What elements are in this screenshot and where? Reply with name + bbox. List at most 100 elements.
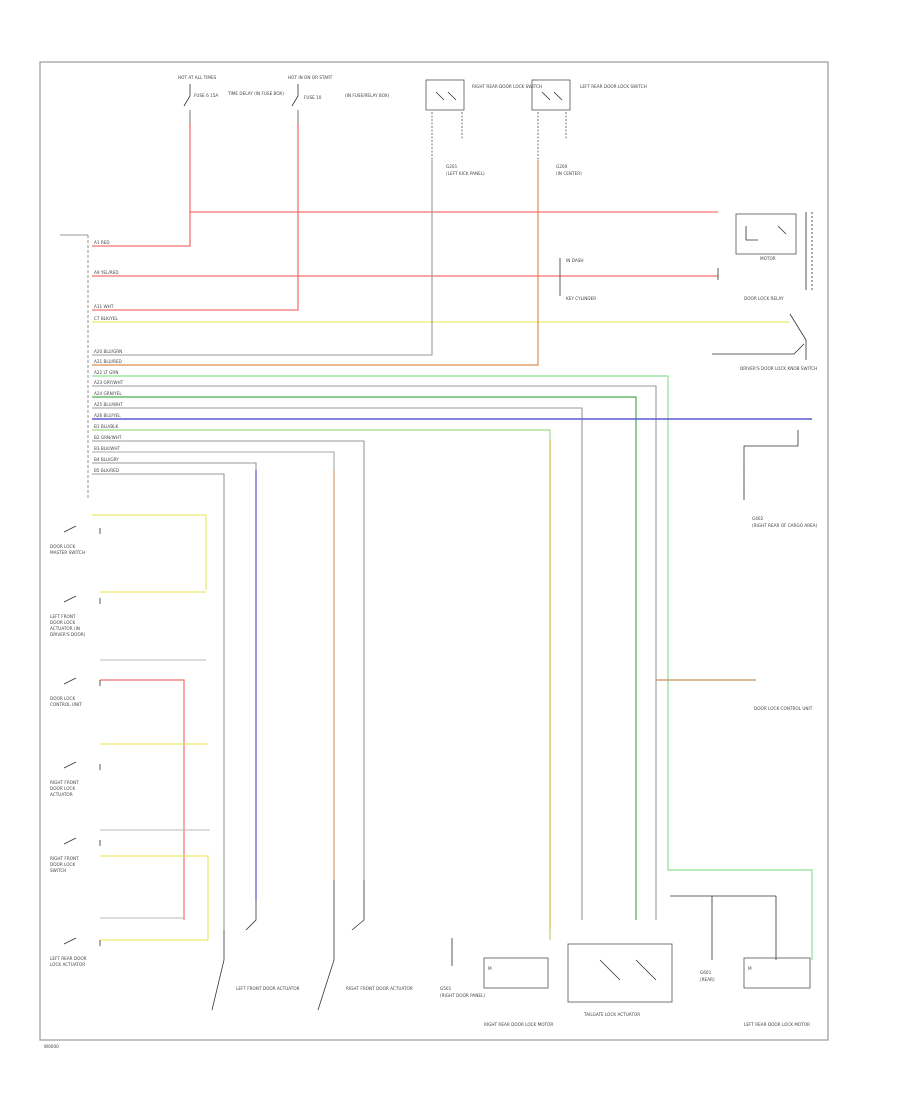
- footer-code: W0000: [44, 1044, 59, 1049]
- left-switch-label-1: DOOR LOCK: [50, 620, 75, 625]
- left-switch-label-0: MASTER SWITCH: [50, 550, 85, 555]
- left-switch-label-5: LEFT REAR DOOR: [50, 956, 87, 961]
- top-left-switch: LEFT REAR DOOR LOCK SWITCH G200 (IN CENT…: [531, 79, 647, 176]
- lr-motor-label: LEFT REAR DOOR LOCK MOTOR: [744, 1022, 810, 1027]
- right-switch-2-label: DRIVER'S DOOR LOCK KNOB SWITCH: [740, 366, 817, 371]
- hot-feed-2-label: HOT IN ON OR START: [288, 75, 333, 80]
- left-switch-label-1: DRIVER'S DOOR): [50, 632, 86, 637]
- wire-grn-2-label: A24 GRN/YEL: [94, 391, 122, 396]
- wire-gry-4: [92, 440, 365, 880]
- left-switch-symbol-0: [63, 525, 101, 534]
- wire-gry-2-label: A23 GRY/WHT: [94, 380, 124, 385]
- left-switch-symbol-4: [63, 837, 101, 846]
- main-connector: [60, 234, 89, 500]
- rf-actuator: RIGHT FRONT DOOR ACTUATOR: [317, 880, 413, 1011]
- tailgate-label: TAILGATE LOCK ACTUATOR: [583, 1012, 640, 1017]
- wire-gry-7: [92, 473, 225, 930]
- wire-gry-2: [92, 385, 657, 920]
- hot-feed-1-label: HOT AT ALL TIMES: [178, 75, 217, 80]
- left-switch-label-2: DOOR LOCK: [50, 696, 75, 701]
- left-switch-label-4: SWITCH: [50, 868, 66, 873]
- rr-motor-m: M: [488, 966, 492, 971]
- wire-gry-7-label: B5 BLK/RED: [94, 468, 119, 473]
- left-switch-label-5: LOCK ACTUATOR: [50, 962, 85, 967]
- door-lock-relay: MOTOR DOOR LOCK RELAY IN DASH KEY CYLIND…: [559, 212, 813, 301]
- top-fuse-1: HOT AT ALL TIMES FUSE 6 15A TIME DELAY (…: [178, 75, 284, 124]
- right-ground-desc: (LEFT KICK PANEL): [446, 171, 485, 176]
- fuse-1-desc: TIME DELAY (IN FUSE BOX): [227, 91, 284, 96]
- g1-desc: (RIGHT DOOR PANEL): [440, 993, 485, 998]
- wire-grn-2: [92, 396, 637, 920]
- wire-blu-label: A26 BLU/YEL: [94, 413, 121, 418]
- right-switch-2: DRIVER'S DOOR LOCK KNOB SWITCH G402 (RIG…: [712, 313, 818, 528]
- relay-motor-label: MOTOR: [760, 256, 776, 261]
- left-switch-label-0: DOOR LOCK: [50, 544, 75, 549]
- wire-labels: A1 RED A9 YEL/RED A11 WHT C7 BLK/YEL A20 BLU…: [94, 240, 124, 473]
- left-switch-symbol-3: [63, 761, 101, 770]
- wire-red-1-label: A1 RED: [94, 240, 110, 245]
- wire-red-3-label: A11 WHT: [94, 304, 114, 309]
- left-switch-label-2: CONTROL UNIT: [50, 702, 82, 707]
- rr-motor: M RIGHT REAR DOOR LOCK MOTOR: [483, 957, 553, 1027]
- wire-gry-1: [92, 160, 433, 356]
- lr-motor-m: M: [748, 966, 752, 971]
- wire-grn-3-label: B2 GRN/WHT: [94, 435, 122, 440]
- lr-motor: M LEFT REAR DOOR LOCK MOTOR: [743, 957, 811, 1027]
- g1-label: G501: [440, 986, 452, 991]
- top-fuse-2: HOT IN ON OR START FUSE 10 (IN FUSE/RELA…: [288, 75, 390, 124]
- lf-actuator: LEFT FRONT DOOR ACTUATOR: [211, 900, 300, 1011]
- wire-red-2-label: A9 YEL/RED: [94, 270, 119, 275]
- right-switch-label: RIGHT REAR DOOR LOCK SWITCH: [472, 84, 542, 89]
- left-switch-label-3: ACTUATOR: [50, 792, 73, 797]
- lf-actuator-label: LEFT FRONT DOOR ACTUATOR: [236, 986, 300, 991]
- fuse-2-desc: (IN FUSE/RELAY BOX): [345, 93, 390, 98]
- left-switch-label-4: DOOR LOCK: [50, 862, 75, 867]
- fuse-2-label: FUSE 10: [304, 95, 322, 100]
- left-switch-label-1: LEFT FRONT: [50, 614, 76, 619]
- left-ground-label: G200: [556, 164, 568, 169]
- left-switch-label: LEFT REAR DOOR LOCK SWITCH: [580, 84, 647, 89]
- wire-red-3: [92, 124, 299, 311]
- wire-gry-6: [92, 462, 257, 900]
- bottom-ground-2: G601 (REAR): [670, 895, 777, 982]
- wire-orn: [92, 160, 539, 366]
- brand-note: DOOR LOCK CONTROL UNIT: [754, 706, 813, 711]
- right-ground-label: G201: [446, 164, 458, 169]
- wire-gry-6-label: B4 BLU/GRY: [94, 457, 119, 462]
- left-switch-label-3: RIGHT FRONT: [50, 780, 79, 785]
- left-switch-symbol-2: [63, 677, 101, 686]
- diagram-frame: [39, 61, 829, 1041]
- fuse-1-label: FUSE 6 15A: [194, 93, 218, 98]
- bottom-ground-1: G501 (RIGHT DOOR PANEL): [440, 938, 485, 998]
- g2-desc: (REAR): [700, 977, 715, 982]
- wire-grn-1: [92, 375, 813, 960]
- wire-harness: [92, 124, 813, 960]
- g2-label: G601: [700, 970, 712, 975]
- left-switch-stack: [92, 514, 210, 941]
- wire-gry-3: [92, 407, 583, 920]
- wire-gry-5: [92, 451, 335, 880]
- left-switch-label-1: ACTUATOR (IN: [50, 626, 80, 631]
- rf-actuator-label: RIGHT FRONT DOOR ACTUATOR: [346, 986, 413, 991]
- ground-g-label: G402: [752, 516, 764, 521]
- connector-note: IN DASH: [566, 258, 584, 263]
- left-switch-symbol-1: [63, 595, 101, 604]
- wire-orn-label: A21 BLU/RED: [94, 359, 122, 364]
- top-right-switch: RIGHT REAR DOOR LOCK SWITCH G201 (LEFT K…: [425, 79, 542, 176]
- rr-motor-label: RIGHT REAR DOOR LOCK MOTOR: [484, 1022, 553, 1027]
- left-switch-label-3: DOOR LOCK: [50, 786, 75, 791]
- relay-label: DOOR LOCK RELAY: [744, 296, 784, 301]
- left-switch-label-4: RIGHT FRONT: [50, 856, 79, 861]
- tailgate-actuator: TAILGATE LOCK ACTUATOR: [567, 943, 673, 1017]
- left-switch-symbol-5: [63, 937, 101, 946]
- ground-g-desc: (RIGHT REAR OF CARGO AREA): [752, 523, 818, 528]
- wire-gry-5-label: B3 BLK/WHT: [94, 446, 121, 451]
- wire-gry-1-label: A20 BLU/GRN: [94, 349, 122, 354]
- wire-grn-3: [92, 429, 551, 940]
- wire-yel-label: C7 BLK/YEL: [94, 316, 118, 321]
- key-cylinder-label: KEY CYLINDER: [566, 296, 596, 301]
- wire-gry-4-label: B1 BLU/BLK: [94, 424, 119, 429]
